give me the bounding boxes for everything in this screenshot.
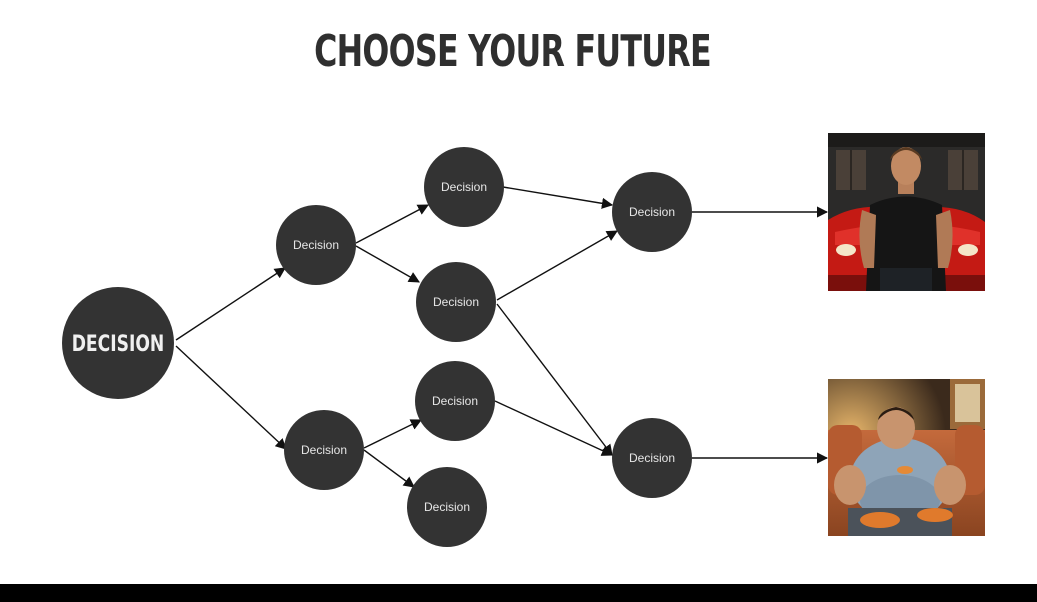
edge-a2-b4 <box>363 449 415 488</box>
outcome-good-image <box>828 133 985 291</box>
node-b3: Decision <box>415 361 495 441</box>
bottom-bar <box>0 584 1037 602</box>
node-root-label: DECISION <box>72 331 165 357</box>
node-c1-label: Decision <box>629 205 675 219</box>
node-b1-circle <box>424 147 504 227</box>
node-c2-label: Decision <box>629 451 675 465</box>
node-c2: Decision <box>612 418 692 498</box>
node-b2-circle <box>416 262 496 342</box>
node-a2: Decision <box>284 410 364 490</box>
edge-a1-b1 <box>355 204 429 244</box>
node-b3-label: Decision <box>432 394 478 408</box>
edge-b2-c2 <box>496 303 613 456</box>
edge-b2-c1 <box>496 230 618 301</box>
outcome-bad-image <box>828 379 985 536</box>
node-a1-label: Decision <box>293 238 339 252</box>
node-root-circle <box>62 287 174 399</box>
node-b4: Decision <box>407 467 487 547</box>
node-c1: Decision <box>612 172 692 252</box>
node-a1: Decision <box>276 205 356 285</box>
node-b4-circle <box>407 467 487 547</box>
edge-root-a2 <box>175 345 287 450</box>
node-b4-label: Decision <box>424 500 470 514</box>
node-c2-circle <box>612 418 692 498</box>
edge-a2-b3 <box>363 419 423 449</box>
edge-b3-c2 <box>494 400 614 456</box>
page-title: CHOOSE YOUR FUTURE <box>314 26 711 77</box>
edge-a1-b2 <box>355 245 420 283</box>
node-b2: Decision <box>416 262 496 342</box>
node-b2-label: Decision <box>433 295 479 309</box>
edge-root-a1 <box>175 267 286 341</box>
node-b1: Decision <box>424 147 504 227</box>
node-a2-label: Decision <box>301 443 347 457</box>
node-b1-label: Decision <box>441 180 487 194</box>
node-b3-circle <box>415 361 495 441</box>
edge-b1-c1 <box>502 186 614 209</box>
edges <box>175 186 829 488</box>
node-a1-circle <box>276 205 356 285</box>
node-root: DECISION <box>62 287 174 399</box>
node-c1-circle <box>612 172 692 252</box>
node-a2-circle <box>284 410 364 490</box>
